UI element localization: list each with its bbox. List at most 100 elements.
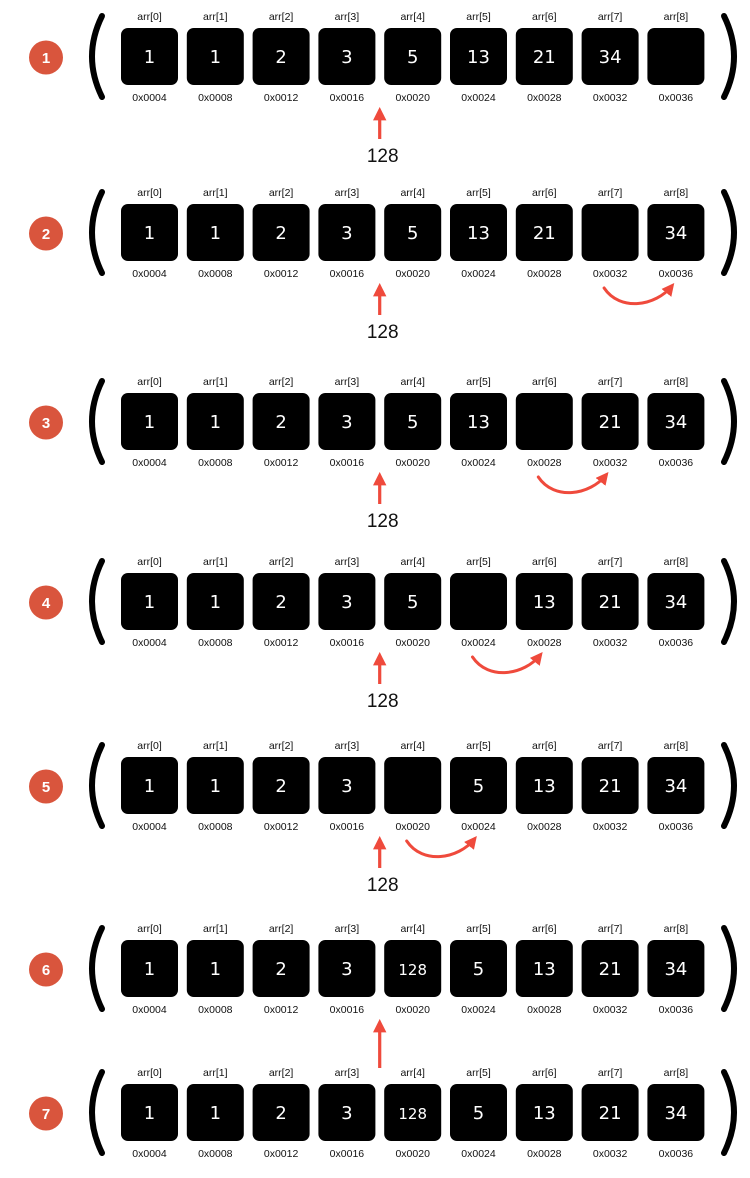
- address-label: 0x0032: [593, 637, 628, 649]
- index-label: arr[8]: [664, 376, 689, 388]
- index-label: arr[5]: [466, 1067, 491, 1079]
- address-label: 0x0020: [395, 92, 430, 104]
- address-label: 0x0020: [395, 637, 430, 649]
- index-label: arr[6]: [532, 1067, 557, 1079]
- cell-value: 13: [467, 47, 490, 68]
- right-parenthesis: [721, 13, 737, 100]
- array-cell: [252, 1084, 310, 1141]
- cell-value: 5: [473, 776, 484, 797]
- step-badge-label: 4: [42, 595, 51, 612]
- index-label: arr[0]: [137, 376, 162, 388]
- array-cell: [186, 1084, 244, 1141]
- left-parenthesis: [89, 925, 105, 1012]
- step-badge-label: 5: [42, 779, 50, 796]
- array-cell: [515, 393, 573, 450]
- index-label: arr[5]: [466, 740, 491, 752]
- array-cell: [450, 393, 507, 450]
- address-label: 0x0016: [330, 457, 365, 469]
- cell-value: 2: [275, 412, 286, 433]
- index-label: arr[8]: [664, 1067, 689, 1079]
- address-label: 0x0032: [593, 457, 628, 469]
- index-label: arr[0]: [137, 1067, 162, 1079]
- cell-value: 1: [210, 412, 221, 433]
- index-label: arr[2]: [269, 556, 294, 568]
- address-label: 0x0008: [198, 1148, 233, 1160]
- cell-value: 34: [664, 776, 687, 797]
- address-label: 0x0004: [132, 1148, 167, 1160]
- address-label: 0x0028: [527, 637, 562, 649]
- array-cell: [384, 28, 442, 85]
- array-cell: [252, 393, 310, 450]
- array-cell: [647, 940, 705, 997]
- shift-arrow: [536, 472, 609, 494]
- array-cell: [121, 573, 178, 630]
- address-label: 0x0020: [395, 1004, 430, 1016]
- address-label: 0x0012: [264, 457, 299, 469]
- index-label: arr[4]: [400, 187, 425, 199]
- address-label: 0x0028: [527, 1148, 562, 1160]
- array-cell: [647, 204, 705, 261]
- index-label: arr[4]: [400, 1067, 425, 1079]
- step-row-4: 4arr[0]10x0004arr[1]10x0008arr[2]20x0012…: [29, 556, 737, 712]
- cell-value: 1: [144, 412, 155, 433]
- index-label: arr[6]: [532, 187, 557, 199]
- array-cell: [318, 393, 376, 450]
- address-label: 0x0036: [659, 457, 694, 469]
- index-label: arr[7]: [598, 187, 623, 199]
- address-label: 0x0036: [659, 637, 694, 649]
- cell-value: 21: [599, 592, 622, 613]
- left-parenthesis: [89, 13, 105, 100]
- address-label: 0x0020: [395, 821, 430, 833]
- array-cell: [318, 757, 376, 814]
- cell-value: 34: [664, 592, 687, 613]
- index-label: arr[1]: [203, 187, 228, 199]
- cell-value: 21: [599, 1103, 622, 1124]
- cell-value: 34: [664, 412, 687, 433]
- index-label: arr[8]: [664, 556, 689, 568]
- index-label: arr[6]: [532, 923, 557, 935]
- index-label: arr[2]: [269, 740, 294, 752]
- index-label: arr[8]: [664, 923, 689, 935]
- left-parenthesis: [89, 189, 105, 276]
- step-badge-label: 1: [42, 50, 50, 67]
- array-cell: [647, 28, 705, 85]
- address-label: 0x0012: [264, 92, 299, 104]
- cell-value: 21: [599, 959, 622, 980]
- address-label: 0x0020: [395, 268, 430, 280]
- cell-value: 21: [533, 223, 556, 244]
- array-cell: [318, 1084, 376, 1141]
- index-label: arr[3]: [335, 376, 360, 388]
- array-cell: [515, 204, 573, 261]
- array-cell: [318, 573, 376, 630]
- address-label: 0x0012: [264, 1004, 299, 1016]
- step-badge-label: 6: [42, 962, 50, 979]
- address-label: 0x0032: [593, 821, 628, 833]
- array-cell: [318, 204, 376, 261]
- index-label: arr[8]: [664, 11, 689, 23]
- index-label: arr[8]: [664, 740, 689, 752]
- address-label: 0x0036: [659, 1004, 694, 1016]
- index-label: arr[1]: [203, 556, 228, 568]
- index-label: arr[4]: [400, 740, 425, 752]
- step-badge-label: 7: [42, 1106, 50, 1123]
- array-cell: [186, 757, 244, 814]
- address-label: 0x0024: [461, 1148, 496, 1160]
- cell-value: 3: [341, 776, 352, 797]
- array-cell: [515, 28, 573, 85]
- address-label: 0x0032: [593, 92, 628, 104]
- cell-value: 13: [467, 223, 490, 244]
- array-cell: [581, 393, 639, 450]
- array-cell: [384, 204, 442, 261]
- cell-value: 3: [341, 412, 352, 433]
- cell-value: 2: [275, 223, 286, 244]
- array-cell: [384, 757, 442, 814]
- cell-value: 21: [599, 776, 622, 797]
- address-label: 0x0028: [527, 268, 562, 280]
- address-label: 0x0024: [461, 457, 496, 469]
- index-label: arr[6]: [532, 740, 557, 752]
- step-badge: [29, 585, 63, 620]
- array-cell: [252, 28, 310, 85]
- cell-value: 1: [210, 776, 221, 797]
- index-label: arr[5]: [466, 187, 491, 199]
